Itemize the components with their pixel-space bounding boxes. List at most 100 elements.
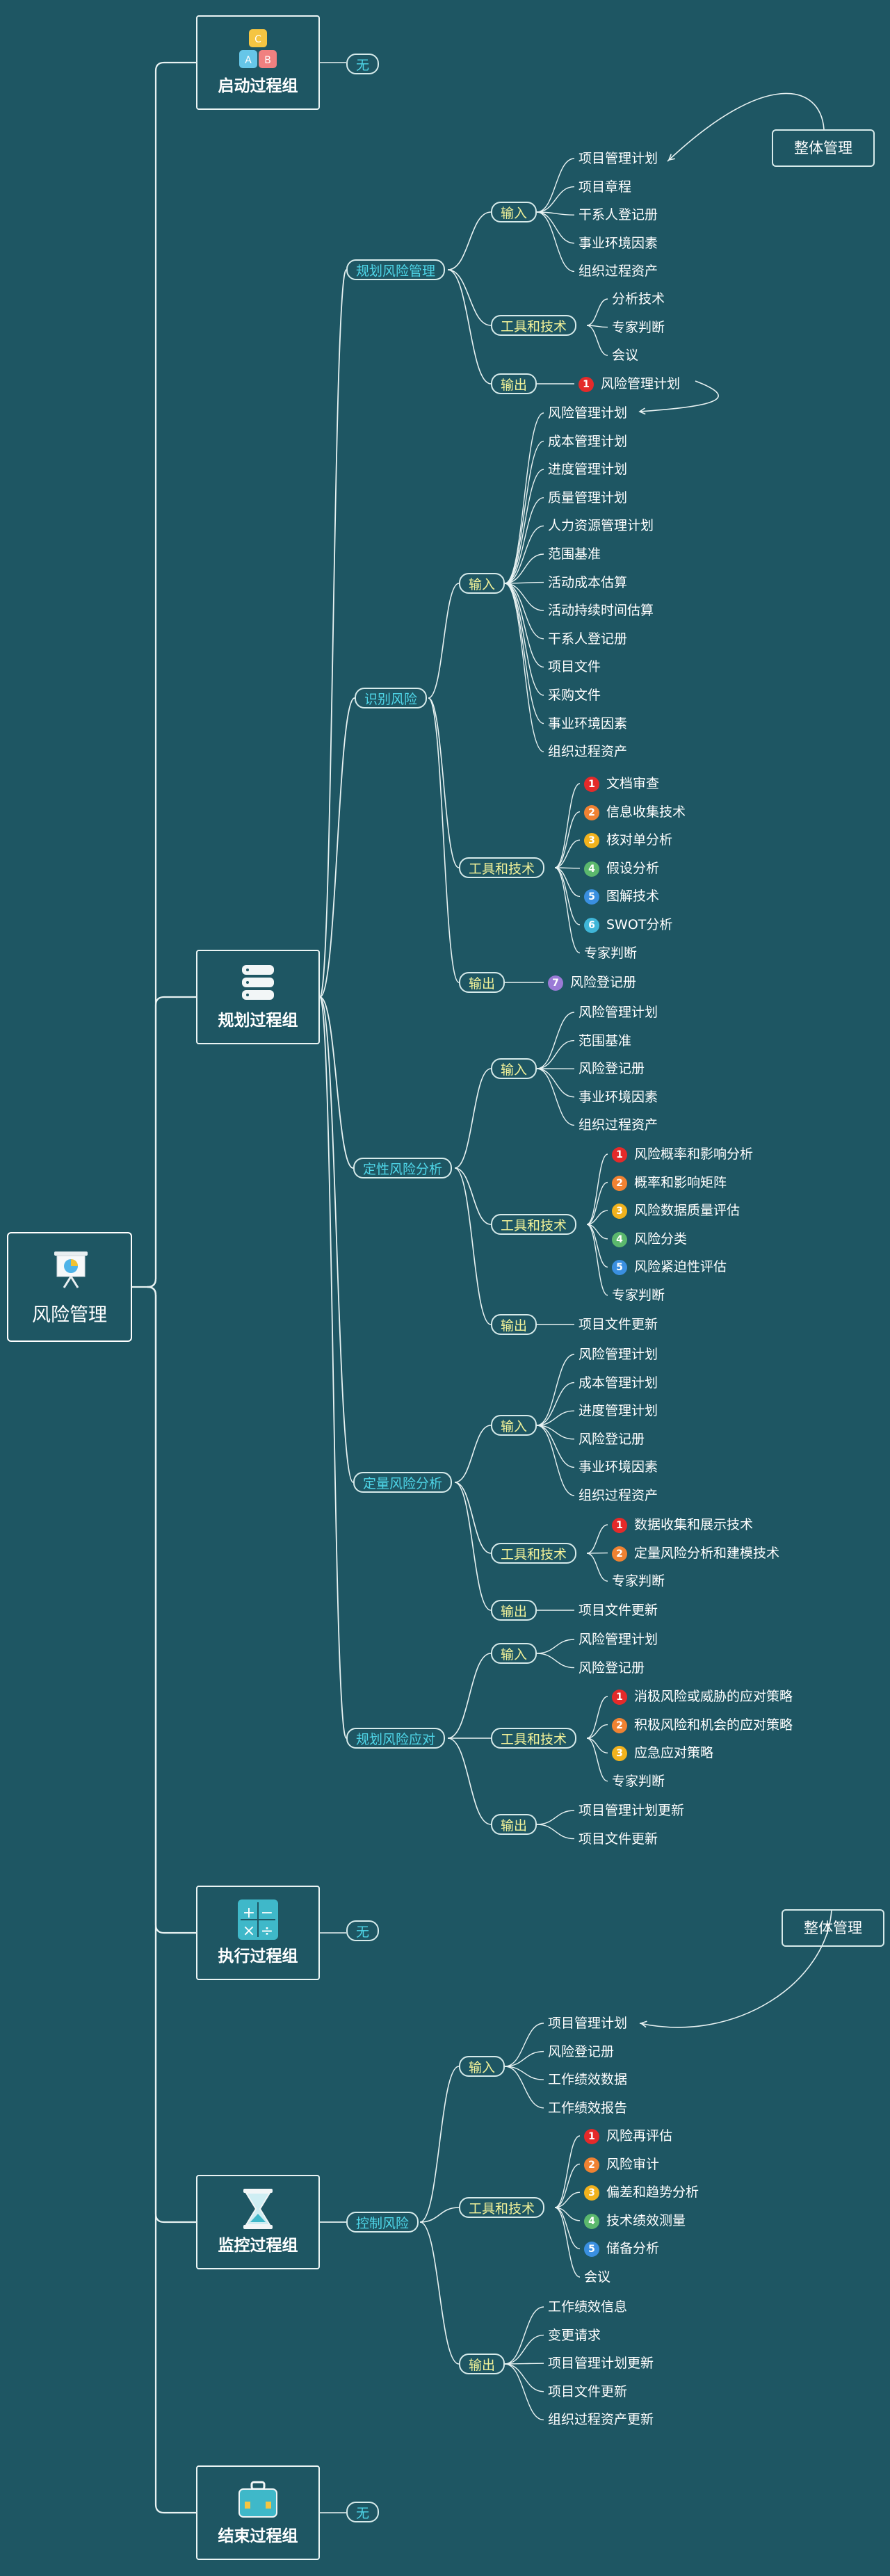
note-integration-2[interactable]: 整体管理 — [782, 1909, 884, 1947]
leaf-item[interactable]: 成本管理计划 — [578, 1375, 658, 1391]
exec-leaf[interactable]: 无 — [346, 1920, 380, 1941]
leaf-item[interactable]: 事业环境因素 — [578, 235, 658, 252]
category-output[interactable]: 输出 — [491, 1314, 537, 1335]
leaf-item[interactable]: 风险管理计划 — [578, 1346, 658, 1363]
leaf-item[interactable]: 会议 — [612, 347, 638, 364]
leaf-item[interactable]: 活动持续时间估算 — [548, 602, 654, 619]
leaf-item[interactable]: 事业环境因素 — [578, 1089, 658, 1105]
category-tools[interactable]: 工具和技术 — [491, 1214, 577, 1235]
leaf-item[interactable]: 风险管理计划 — [578, 1004, 658, 1021]
leaf-item[interactable]: 工作绩效信息 — [548, 2299, 627, 2315]
leaf-item[interactable]: 进度管理计划 — [548, 461, 627, 478]
leaf-item[interactable]: 质量管理计划 — [548, 489, 627, 506]
leaf-item[interactable]: 采购文件 — [548, 687, 601, 704]
leaf-item[interactable]: 专家判断 — [612, 319, 665, 336]
leaf-item[interactable]: 干系人登记册 — [578, 206, 658, 223]
group-start[interactable]: C A B 启动过程组 — [196, 15, 320, 110]
leaf-item[interactable]: 进度管理计划 — [578, 1402, 658, 1419]
category-input[interactable]: 输入 — [491, 1415, 537, 1436]
category-output[interactable]: 输出 — [491, 1814, 537, 1835]
start-leaf[interactable]: 无 — [346, 54, 380, 74]
leaf-item[interactable]: 项目文件更新 — [578, 1316, 658, 1333]
process-node[interactable]: 规划风险管理 — [346, 259, 446, 280]
category-tools[interactable]: 工具和技术 — [491, 1543, 577, 1564]
category-output[interactable]: 输出 — [491, 1600, 537, 1621]
category-tools[interactable]: 工具和技术 — [491, 315, 577, 336]
leaf-item[interactable]: 组织过程资产 — [578, 263, 658, 280]
root-node[interactable]: 风险管理 — [7, 1232, 132, 1342]
leaf-item[interactable]: 专家判断 — [612, 1287, 665, 1304]
leaf-item[interactable]: 专家判断 — [612, 1773, 665, 1790]
leaf-item[interactable]: 风险管理计划 — [578, 1631, 658, 1648]
process-node[interactable]: 定性风险分析 — [353, 1158, 453, 1178]
leaf-item[interactable]: 风险登记册 — [578, 1060, 645, 1077]
category-input[interactable]: 输入 — [459, 573, 505, 594]
category-input[interactable]: 输入 — [459, 2056, 505, 2077]
leaf-item[interactable]: 项目管理计划更新 — [548, 2355, 654, 2372]
leaf-item[interactable]: 风险登记册 — [578, 1660, 645, 1676]
process-node[interactable]: 控制风险 — [346, 2212, 419, 2233]
leaf-item[interactable]: 风险登记册 — [578, 1431, 645, 1448]
leaf-item[interactable]: 分析技术 — [612, 291, 665, 307]
category-output[interactable]: 输出 — [459, 2354, 505, 2374]
leaf-item[interactable]: 项目管理计划更新 — [578, 1802, 684, 1819]
group-plan[interactable]: 规划过程组 — [196, 950, 320, 1044]
leaf-item[interactable]: 事业环境因素 — [548, 715, 627, 732]
leaf-item[interactable]: 事业环境因素 — [578, 1459, 658, 1475]
leaf-item[interactable]: 工作绩效报告 — [548, 2100, 627, 2116]
note-integration-1[interactable]: 整体管理 — [772, 129, 875, 167]
category-output[interactable]: 输出 — [459, 972, 505, 993]
category-tools[interactable]: 工具和技术 — [459, 2197, 545, 2218]
leaf-item[interactable]: 干系人登记册 — [548, 631, 627, 647]
leaf-item[interactable]: 成本管理计划 — [548, 433, 627, 450]
leaf-item[interactable]: 项目文件更新 — [578, 1831, 658, 1847]
leaf-item[interactable]: 会议 — [584, 2269, 610, 2285]
leaf-item[interactable]: 范围基准 — [548, 546, 601, 562]
process-node[interactable]: 定量风险分析 — [353, 1472, 453, 1493]
leaf-item[interactable]: 项目文件 — [548, 658, 601, 675]
category-tools[interactable]: 工具和技术 — [459, 857, 545, 878]
leaf-item[interactable]: 项目文件更新 — [548, 2383, 627, 2400]
process-node[interactable]: 规划风险应对 — [346, 1728, 446, 1749]
category-tools[interactable]: 工具和技术 — [491, 1728, 577, 1749]
process-node[interactable]: 识别风险 — [355, 688, 428, 708]
leaf-item[interactable]: 专家判断 — [612, 1573, 665, 1589]
leaf-item[interactable]: 项目章程 — [578, 179, 631, 195]
group-exec[interactable]: + − × ÷ 执行过程组 — [196, 1886, 320, 1980]
leaf-item[interactable]: 范围基准 — [578, 1032, 631, 1049]
leaf-item[interactable]: 项目管理计划 — [578, 150, 658, 167]
leaf-item[interactable]: 活动成本估算 — [548, 574, 627, 591]
leaf-item[interactable]: 工作绩效数据 — [548, 2071, 627, 2088]
category-input[interactable]: 输入 — [491, 202, 537, 222]
group-close[interactable]: 结束过程组 — [196, 2465, 320, 2560]
leaf-item[interactable]: 组织过程资产 — [548, 743, 627, 760]
category-input[interactable]: 输入 — [491, 1643, 537, 1664]
leaf-item[interactable]: 项目文件更新 — [578, 1602, 658, 1619]
close-leaf[interactable]: 无 — [346, 2502, 380, 2522]
leaf-item[interactable]: 变更请求 — [548, 2327, 601, 2344]
leaf-item[interactable]: 组织过程资产 — [578, 1117, 658, 1133]
leaf-item[interactable]: 风险登记册 — [548, 2043, 614, 2060]
category-input[interactable]: 输入 — [491, 1058, 537, 1079]
